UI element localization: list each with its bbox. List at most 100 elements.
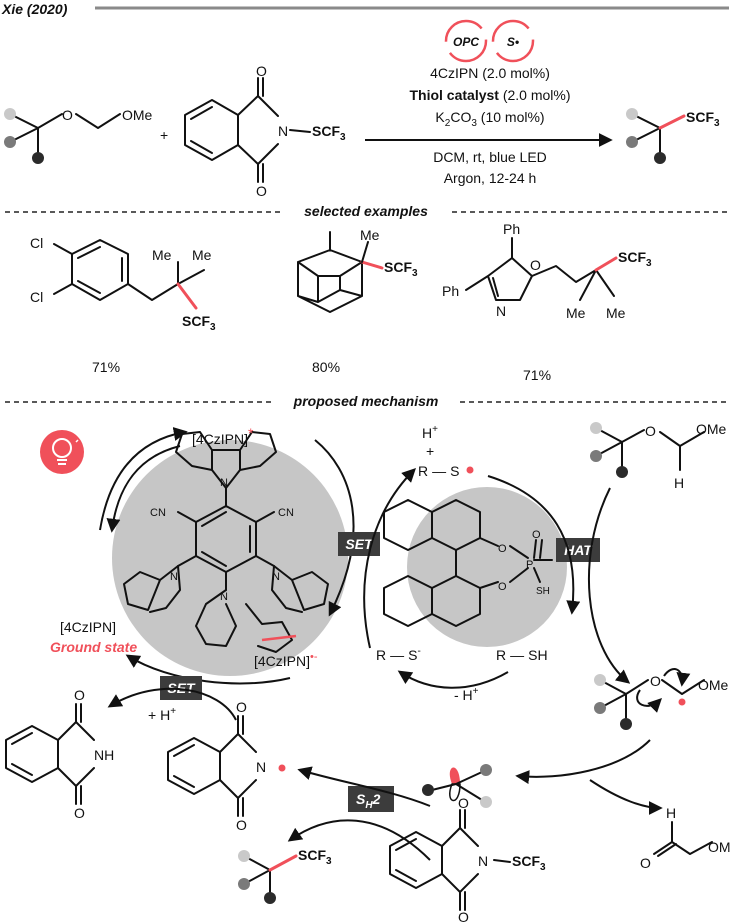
thiolate: R—S- [376, 646, 421, 663]
minus-h-sup: + [473, 686, 479, 697]
ex3-me-2: Me [606, 305, 626, 321]
ex3-me-1: Me [566, 305, 586, 321]
ex3-ph-2: Ph [442, 283, 459, 299]
thiyl-radical: R—S [418, 463, 459, 479]
nb-scf3-sub: 3 [540, 862, 546, 873]
minus-h-text: - H [454, 687, 473, 703]
ex3-scf3-text: SCF [618, 249, 646, 265]
alkyl-radical [422, 764, 492, 808]
rs-minus-r: R [376, 647, 386, 663]
ex1-scf3-sub: 3 [210, 322, 216, 333]
cn-right: CN [278, 507, 294, 519]
substrate-mom-ether: O OMe [4, 107, 153, 164]
binol-o-3: O [532, 529, 541, 541]
plus-h-plus: + H+ [148, 706, 176, 723]
example-3: Ph Ph O N SCF3 Me Me 71% [442, 221, 652, 383]
n-atom: N [278, 123, 288, 139]
substrate-mechanism: O OMe H [590, 421, 727, 491]
sh2-to-phthalimidyl-arrow [297, 766, 431, 807]
mf-o: O [640, 855, 651, 871]
ex1-me-2: Me [192, 247, 212, 263]
binol-sh: SH [536, 586, 550, 597]
n-scf3-phthalimide: O O N SCF3 [184, 63, 346, 199]
czipn-excited-label: [4CzIPN]* [192, 425, 254, 447]
thiolate-to-thiyl-arrow [363, 468, 416, 649]
lightbulb-icon [40, 430, 84, 474]
set2-arrow [107, 687, 237, 721]
thiol-to-thiolate-arrow [397, 670, 509, 689]
excited-star: * [248, 425, 254, 441]
pr-o-2: O [236, 817, 247, 833]
product-scf3-label: SCF3 [686, 109, 720, 129]
opc-label: OPC [453, 35, 479, 49]
ex1-me-1: Me [152, 247, 172, 263]
anion-mark: •- [310, 651, 318, 663]
nb-scf3: SCF3 [512, 853, 546, 873]
ex3-yield: 71% [523, 367, 551, 383]
hat-arrow [587, 487, 631, 684]
set-tag-2-text: SET [167, 680, 196, 696]
ome-label: OMe [122, 107, 153, 123]
sub-o: O [645, 423, 656, 439]
photocatalyst-circle [112, 440, 348, 676]
ph-nh: NH [94, 747, 114, 763]
product-scf3: SCF3 [626, 108, 720, 164]
o-bottom: O [256, 183, 267, 199]
ex2-scf3: SCF3 [384, 259, 418, 279]
nb-o-1: O [458, 795, 469, 811]
set-tag-1-text: SET [345, 536, 374, 552]
rsh-sh: SH [528, 647, 547, 663]
ex3-n: N [496, 303, 506, 319]
czipn-structure: CN CN N N N N [123, 431, 329, 653]
rad-ome: OMe [698, 677, 729, 693]
n-scf3-reagent-bottom: O O N SCF3 [389, 795, 546, 924]
plus-top: + [426, 443, 434, 459]
ex1-scf3-text: SCF [182, 313, 210, 329]
cond-atmosphere: Argon, 12-24 h [444, 170, 537, 186]
ex2-yield: 80% [312, 359, 340, 375]
base-loading: (10 mol%) [481, 109, 545, 125]
sh2-tag: SH2 [348, 786, 394, 812]
nb-scf3-text: SCF [512, 853, 540, 869]
relaxation-arrow [106, 445, 181, 533]
scf3-sub: 3 [340, 132, 346, 143]
ether-o: O [62, 107, 73, 123]
ex3-ph-1: Ph [503, 221, 520, 237]
cond-base: K2CO3 (10 mol%) [435, 109, 544, 129]
binol-o-2: O [498, 581, 507, 593]
example-2: Me SCF3 80% [297, 227, 418, 375]
ex2-scf3-text: SCF [384, 259, 412, 275]
thiol-catalyst-circle [407, 487, 567, 647]
p-scf3-sub: 3 [714, 118, 720, 129]
thiyl-radical-cycle-icon: S• [491, 19, 535, 63]
czipn-anion-text: [4CzIPN] [254, 653, 310, 669]
binol-phosphorothioic-acid: O O P O SH [383, 499, 553, 627]
k-sub: 2 [445, 118, 451, 129]
n-top: N [220, 477, 228, 489]
ex1-cl-2: Cl [30, 289, 43, 305]
rs-r: R [418, 463, 428, 479]
mechanism-product: SCF3 [238, 847, 332, 904]
nb-n: N [478, 853, 488, 869]
to-alkyl-radical-arrow [515, 739, 651, 785]
sh2-s: S [356, 791, 366, 807]
phthalimide: O O NH [5, 687, 114, 821]
mp-scf3-sub: 3 [326, 856, 332, 867]
regeneration-arrow [125, 654, 291, 685]
opc-cycle-icon: OPC [444, 19, 488, 63]
sub-h: H [674, 475, 684, 491]
set-cycle-arrow [314, 439, 355, 617]
mp-scf3: SCF3 [298, 847, 332, 867]
sub-ome: OMe [696, 421, 727, 437]
thiol-rsh: R—SH [496, 647, 548, 663]
examples-heading: selected examples [304, 203, 428, 219]
sh2-2: 2 [372, 791, 381, 807]
czipn-excited-text: [4CzIPN] [192, 431, 248, 447]
hat-tag-text: HAT [564, 542, 593, 558]
ph-o-1: O [74, 687, 85, 703]
methyl-formate: H O OMe [640, 805, 731, 871]
plus-h-text: + H [148, 707, 170, 723]
to-methyl-formate-arrow [589, 779, 663, 815]
n-right: N [272, 571, 280, 583]
